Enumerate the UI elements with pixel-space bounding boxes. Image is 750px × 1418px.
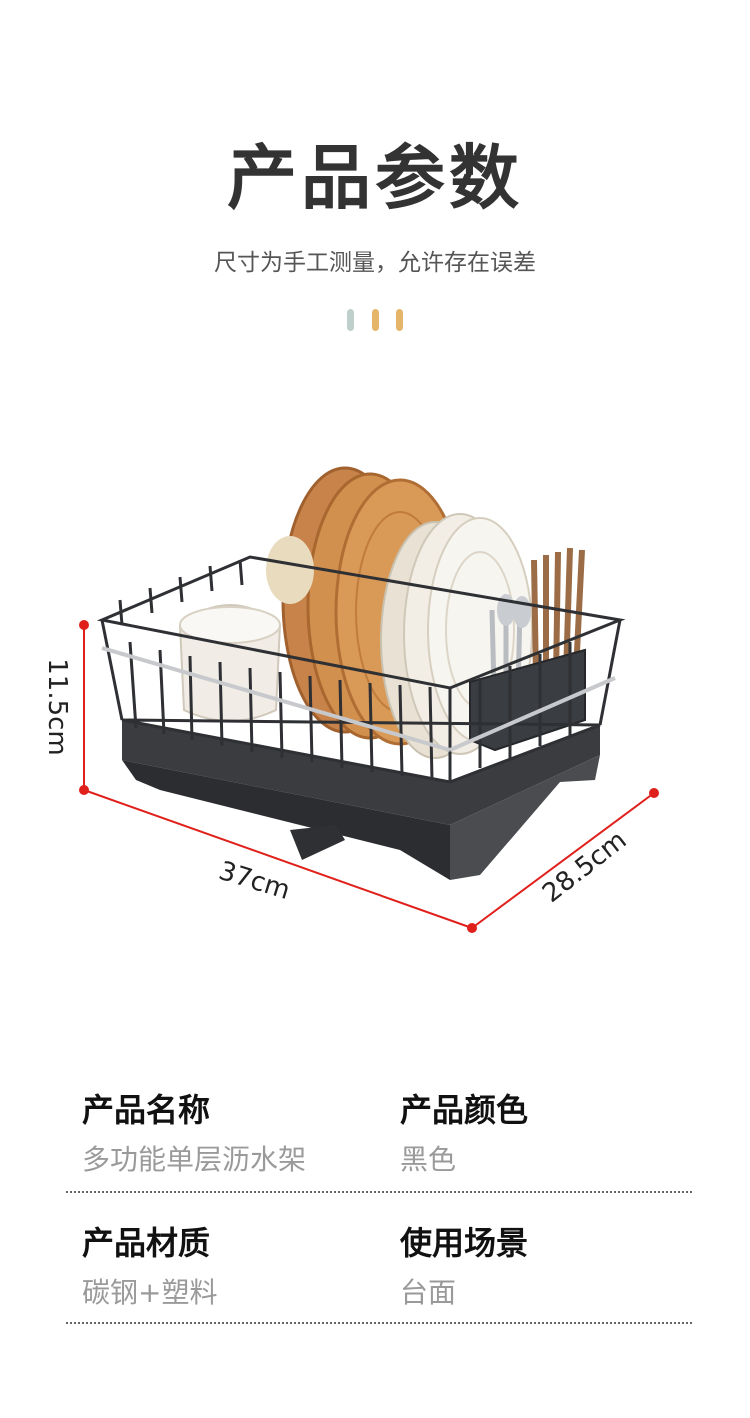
spec-value: 台面 [400, 1276, 457, 1309]
spec-item-name: 产品名称 多功能单层沥水架 [82, 1090, 306, 1178]
spec-label: 使用场景 [400, 1224, 529, 1262]
silver-rails [101, 646, 616, 752]
dot-2 [372, 309, 379, 331]
drip-tray [122, 720, 600, 880]
spec-label: 产品名称 [82, 1091, 211, 1129]
page-title: 产品参数 [227, 137, 523, 219]
dotted-divider [66, 1322, 692, 1324]
spec-value: 碳钢+塑料 [82, 1276, 218, 1309]
page-subtitle: 尺寸为手工测量，允许存在误差 [214, 250, 536, 276]
dotted-divider [66, 1191, 692, 1193]
spec-label: 产品颜色 [400, 1091, 529, 1129]
dot-1 [347, 309, 354, 331]
spec-label: 产品材质 [82, 1224, 211, 1262]
spec-item-color: 产品颜色 黑色 [400, 1090, 528, 1178]
spec-value: 多功能单层沥水架 [82, 1143, 307, 1176]
dimension-lines [79, 620, 659, 933]
dot-3 [396, 309, 403, 331]
dish-rack-illustration [79, 466, 659, 933]
spec-item-scene: 使用场景 台面 [400, 1223, 528, 1311]
spec-value: 黑色 [400, 1143, 457, 1176]
height-dimension-label: 11.5cm [41, 658, 72, 756]
decorative-dots [0, 309, 750, 331]
spec-item-material: 产品材质 碳钢+塑料 [82, 1223, 217, 1311]
